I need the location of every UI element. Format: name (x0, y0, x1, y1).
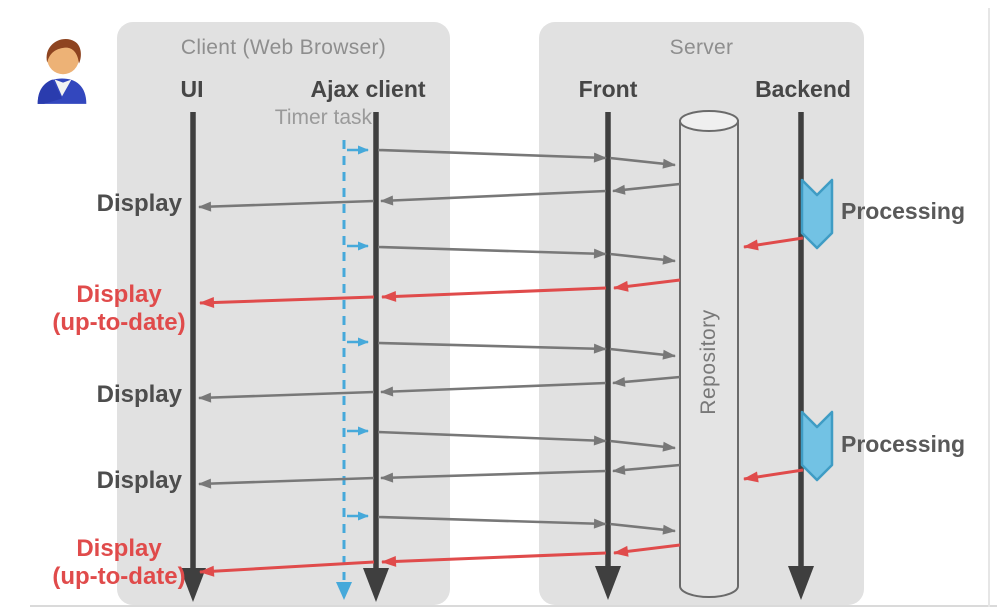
display-label-2: Display (96, 381, 182, 408)
display-uptodate-line2: (up-to-date) (52, 309, 186, 336)
lifeline-label-backend: Backend (755, 76, 851, 102)
lifeline-label-ui: UI (180, 76, 204, 102)
response-arrows (198, 182, 681, 489)
processing-label-1: Processing (841, 198, 965, 224)
server-panel-title: Server (669, 36, 734, 59)
frame-bottom-edge (30, 605, 997, 607)
processing-chevron-icons (800, 178, 834, 482)
timer-tick-arrows (347, 145, 369, 521)
display-uptodate-line1: Display (76, 281, 162, 308)
client-panel-title: Client (Web Browser) (180, 36, 387, 59)
uptodate-response-arrows (199, 278, 681, 577)
display-uptodate-line2: (up-to-date) (52, 563, 186, 590)
repository-cylinder (679, 110, 739, 598)
lifeline-label-front: Front (578, 76, 638, 102)
client-panel (117, 22, 450, 605)
processing-chevron-icon (800, 410, 834, 482)
repository-label: Repository (697, 309, 720, 415)
lifelines (190, 112, 804, 570)
backend-write-arrows (743, 236, 804, 483)
processing-chevron-icon (800, 178, 834, 250)
display-uptodate-label-2: Display (up-to-date) (40, 535, 198, 591)
timer-lifeline (336, 140, 352, 600)
person-icon (37, 38, 87, 104)
frame-right-edge (988, 8, 990, 607)
lifeline-label-ajax-client: Ajax client (310, 76, 426, 102)
display-uptodate-label-1: Display (up-to-date) (40, 281, 198, 337)
display-uptodate-line1: Display (76, 535, 162, 562)
processing-label-2: Processing (841, 431, 965, 457)
request-arrows (377, 148, 676, 535)
display-label-3: Display (96, 467, 182, 494)
timer-task-label: Timer task (274, 106, 372, 129)
display-label-1: Display (96, 190, 182, 217)
